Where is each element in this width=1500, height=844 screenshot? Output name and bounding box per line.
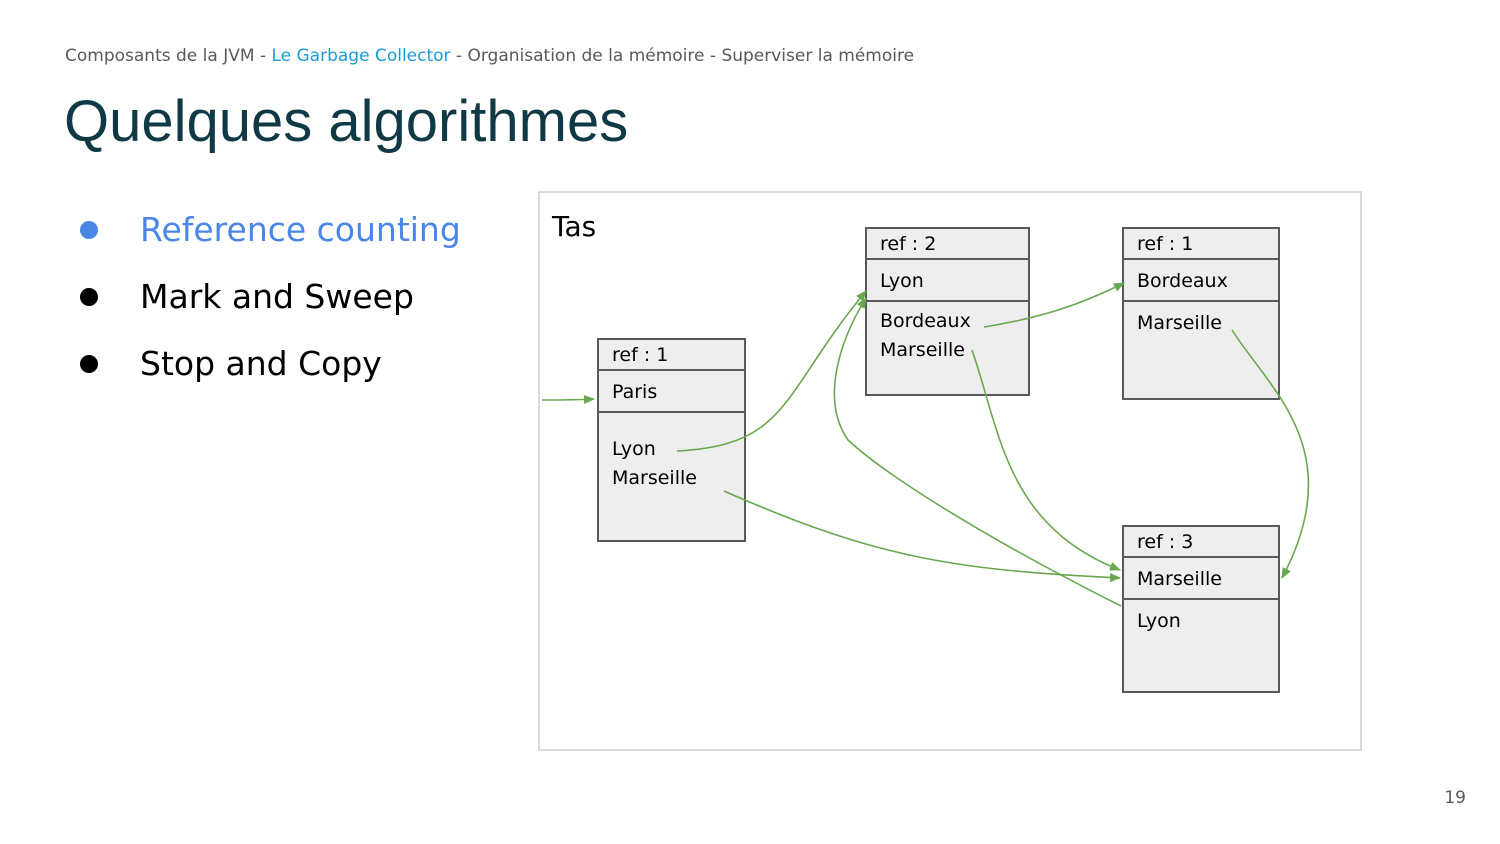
object-name: Paris	[599, 371, 744, 413]
breadcrumb-item-garbage-collector[interactable]: Le Garbage Collector	[271, 46, 451, 66]
object-reference: Lyon	[612, 438, 656, 460]
object-reference: Bordeaux	[880, 310, 971, 332]
heap-object-lyon: ref : 2 Lyon Bordeaux Marseille	[865, 227, 1030, 396]
breadcrumb-item-memory-organisation[interactable]: Organisation de la mémoire	[467, 46, 705, 66]
breadcrumb-separator: -	[254, 46, 272, 66]
object-ref-count: ref : 1	[1124, 229, 1278, 260]
page-number: 19	[1444, 788, 1466, 808]
breadcrumb: Composants de la JVM - Le Garbage Collec…	[65, 46, 914, 66]
object-references: Bordeaux Marseille	[880, 307, 1028, 365]
bullet-label: Mark and Sweep	[140, 277, 414, 316]
bullet-label: Stop and Copy	[140, 344, 382, 383]
bullet-label: Reference counting	[140, 210, 461, 249]
object-references: Marseille	[1137, 309, 1278, 338]
heap-object-marseille: ref : 3 Marseille Lyon	[1122, 525, 1280, 693]
heap-label: Tas	[552, 210, 597, 243]
heap-frame	[538, 191, 1362, 751]
slide-title: Quelques algorithmes	[64, 89, 629, 154]
breadcrumb-item-jvm-components[interactable]: Composants de la JVM	[65, 46, 255, 66]
breadcrumb-separator: -	[450, 46, 468, 66]
heap-object-bordeaux: ref : 1 Bordeaux Marseille	[1122, 227, 1280, 400]
breadcrumb-separator: -	[704, 46, 722, 66]
object-reference: Marseille	[880, 339, 965, 361]
bullet-dot-icon	[80, 288, 98, 306]
heap-object-paris: ref : 1 Paris Lyon Marseille	[597, 338, 746, 542]
object-ref-count: ref : 1	[599, 340, 744, 371]
object-ref-count: ref : 2	[867, 229, 1028, 260]
bullet-dot-icon	[80, 221, 98, 239]
object-references: Lyon	[1137, 607, 1278, 636]
object-reference: Marseille	[612, 467, 697, 489]
object-references: Lyon Marseille	[612, 435, 744, 493]
object-reference: Marseille	[1137, 312, 1222, 334]
breadcrumb-item-memory-monitoring[interactable]: Superviser la mémoire	[721, 46, 915, 66]
object-ref-count: ref : 3	[1124, 527, 1278, 558]
object-reference: Lyon	[1137, 610, 1181, 632]
bullet-dot-icon	[80, 355, 98, 373]
object-name: Bordeaux	[1124, 260, 1278, 302]
object-name: Lyon	[867, 260, 1028, 302]
object-name: Marseille	[1124, 558, 1278, 600]
